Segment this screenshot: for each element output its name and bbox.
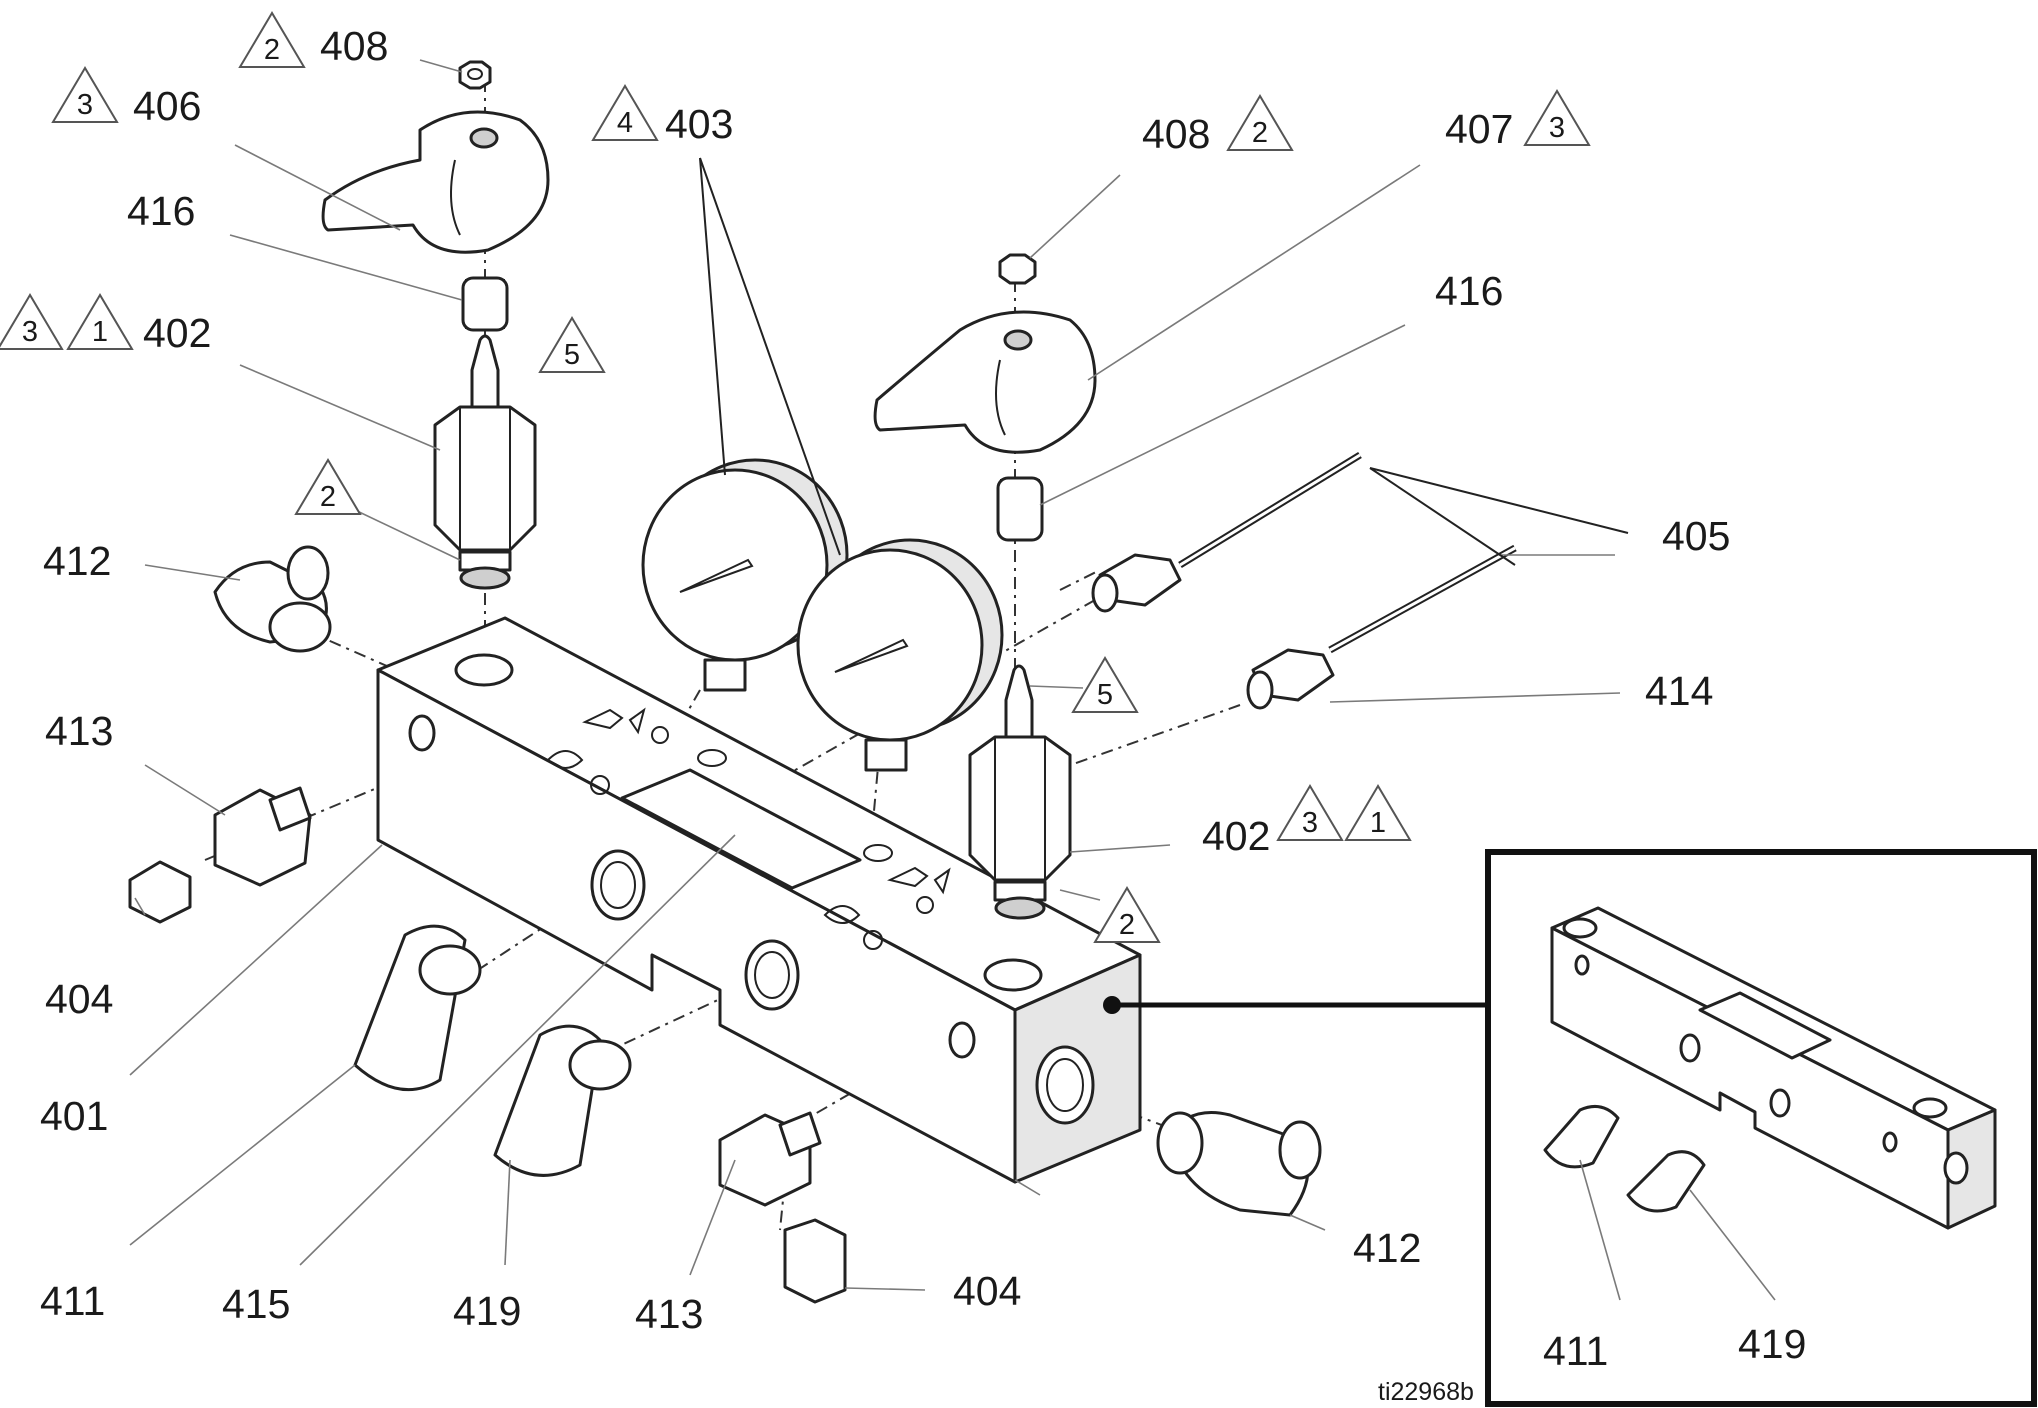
inset-view bbox=[1118, 849, 2037, 1407]
right-valve-stack bbox=[873, 253, 1097, 920]
callout-labels: 408 2 406 3 403 4 408 2 407 3 416 416 402 3 1 405 412 414… bbox=[0, 11, 1806, 1374]
note-number: 3 bbox=[1549, 112, 1565, 144]
part-callout-412: 412 bbox=[1353, 1225, 1421, 1271]
part-callout-407: 407 bbox=[1445, 106, 1513, 152]
note-triangle-icon bbox=[238, 11, 306, 68]
part-callout-403: 403 bbox=[665, 101, 733, 147]
part-callout-415: 415 bbox=[222, 1281, 290, 1327]
part-callout-402: 402 bbox=[1202, 813, 1270, 859]
part-callout-405: 405 bbox=[1662, 513, 1730, 559]
note-1: 1 bbox=[66, 293, 134, 350]
note-number: 2 bbox=[1252, 117, 1268, 149]
note-5: 5 bbox=[1071, 656, 1139, 713]
manifold-block bbox=[376, 616, 1142, 1184]
note-2: 2 bbox=[1226, 94, 1294, 151]
note-number: 3 bbox=[1302, 807, 1318, 839]
note-number: 2 bbox=[1119, 909, 1135, 941]
note-triangle-icon bbox=[1071, 656, 1139, 713]
note-number: 3 bbox=[77, 89, 93, 121]
note-4: 4 bbox=[591, 84, 659, 141]
part-callout-402: 402 bbox=[143, 310, 211, 356]
part-callout-411: 411 bbox=[1543, 1328, 1608, 1374]
part-callout-411: 411 bbox=[40, 1278, 105, 1324]
note-triangle-icon bbox=[294, 458, 362, 515]
note-number: 3 bbox=[22, 316, 38, 348]
part-callout-404: 404 bbox=[953, 1268, 1021, 1314]
leader-lines bbox=[129, 59, 1776, 1301]
note-number: 4 bbox=[617, 107, 633, 139]
pressure-gauges bbox=[641, 458, 1004, 772]
note-3: 3 bbox=[0, 293, 64, 350]
part-callout-413: 413 bbox=[635, 1291, 703, 1337]
note-number: 5 bbox=[564, 339, 580, 371]
note-triangle-icon bbox=[1093, 886, 1161, 943]
note-number: 1 bbox=[92, 316, 108, 348]
note-5: 5 bbox=[538, 316, 606, 373]
flow-symbols bbox=[546, 707, 951, 950]
part-callout-408: 408 bbox=[320, 23, 388, 69]
part-callout-406: 406 bbox=[133, 83, 201, 129]
part-callout-419: 419 bbox=[453, 1288, 521, 1334]
note-1: 1 bbox=[1344, 784, 1412, 841]
fittings bbox=[128, 545, 1322, 1304]
note-number: 2 bbox=[320, 481, 336, 513]
note-triangle-icon bbox=[591, 84, 659, 141]
note-3: 3 bbox=[1523, 89, 1591, 146]
note-3: 3 bbox=[51, 66, 119, 123]
note-3: 3 bbox=[1276, 784, 1344, 841]
part-callout-412: 412 bbox=[43, 538, 111, 584]
left-valve-stack bbox=[321, 60, 550, 590]
note-triangle-icon bbox=[1523, 89, 1591, 146]
part-callout-401: 401 bbox=[40, 1093, 108, 1139]
note-triangle-icon bbox=[1226, 94, 1294, 151]
part-callout-414: 414 bbox=[1645, 668, 1713, 714]
part-callout-408: 408 bbox=[1142, 111, 1210, 157]
note-2: 2 bbox=[238, 11, 306, 68]
note-triangle-icon bbox=[0, 293, 64, 350]
note-triangle-icon bbox=[51, 66, 119, 123]
figure-code: ti22968b bbox=[1378, 1378, 1474, 1406]
part-callout-416: 416 bbox=[1435, 268, 1503, 314]
note-number: 2 bbox=[264, 34, 280, 66]
part-callout-404: 404 bbox=[45, 976, 113, 1022]
note-2: 2 bbox=[294, 458, 362, 515]
part-callout-419: 419 bbox=[1738, 1321, 1806, 1367]
note-2: 2 bbox=[1093, 886, 1161, 943]
part-callout-416: 416 bbox=[127, 188, 195, 234]
note-number: 1 bbox=[1370, 807, 1386, 839]
sensor-probes bbox=[1091, 452, 1517, 710]
note-number: 5 bbox=[1097, 679, 1113, 711]
note-triangle-icon bbox=[1344, 784, 1412, 841]
note-triangle-icon bbox=[66, 293, 134, 350]
note-triangle-icon bbox=[1276, 784, 1344, 841]
note-triangle-icon bbox=[538, 316, 606, 373]
part-callout-413: 413 bbox=[45, 708, 113, 754]
